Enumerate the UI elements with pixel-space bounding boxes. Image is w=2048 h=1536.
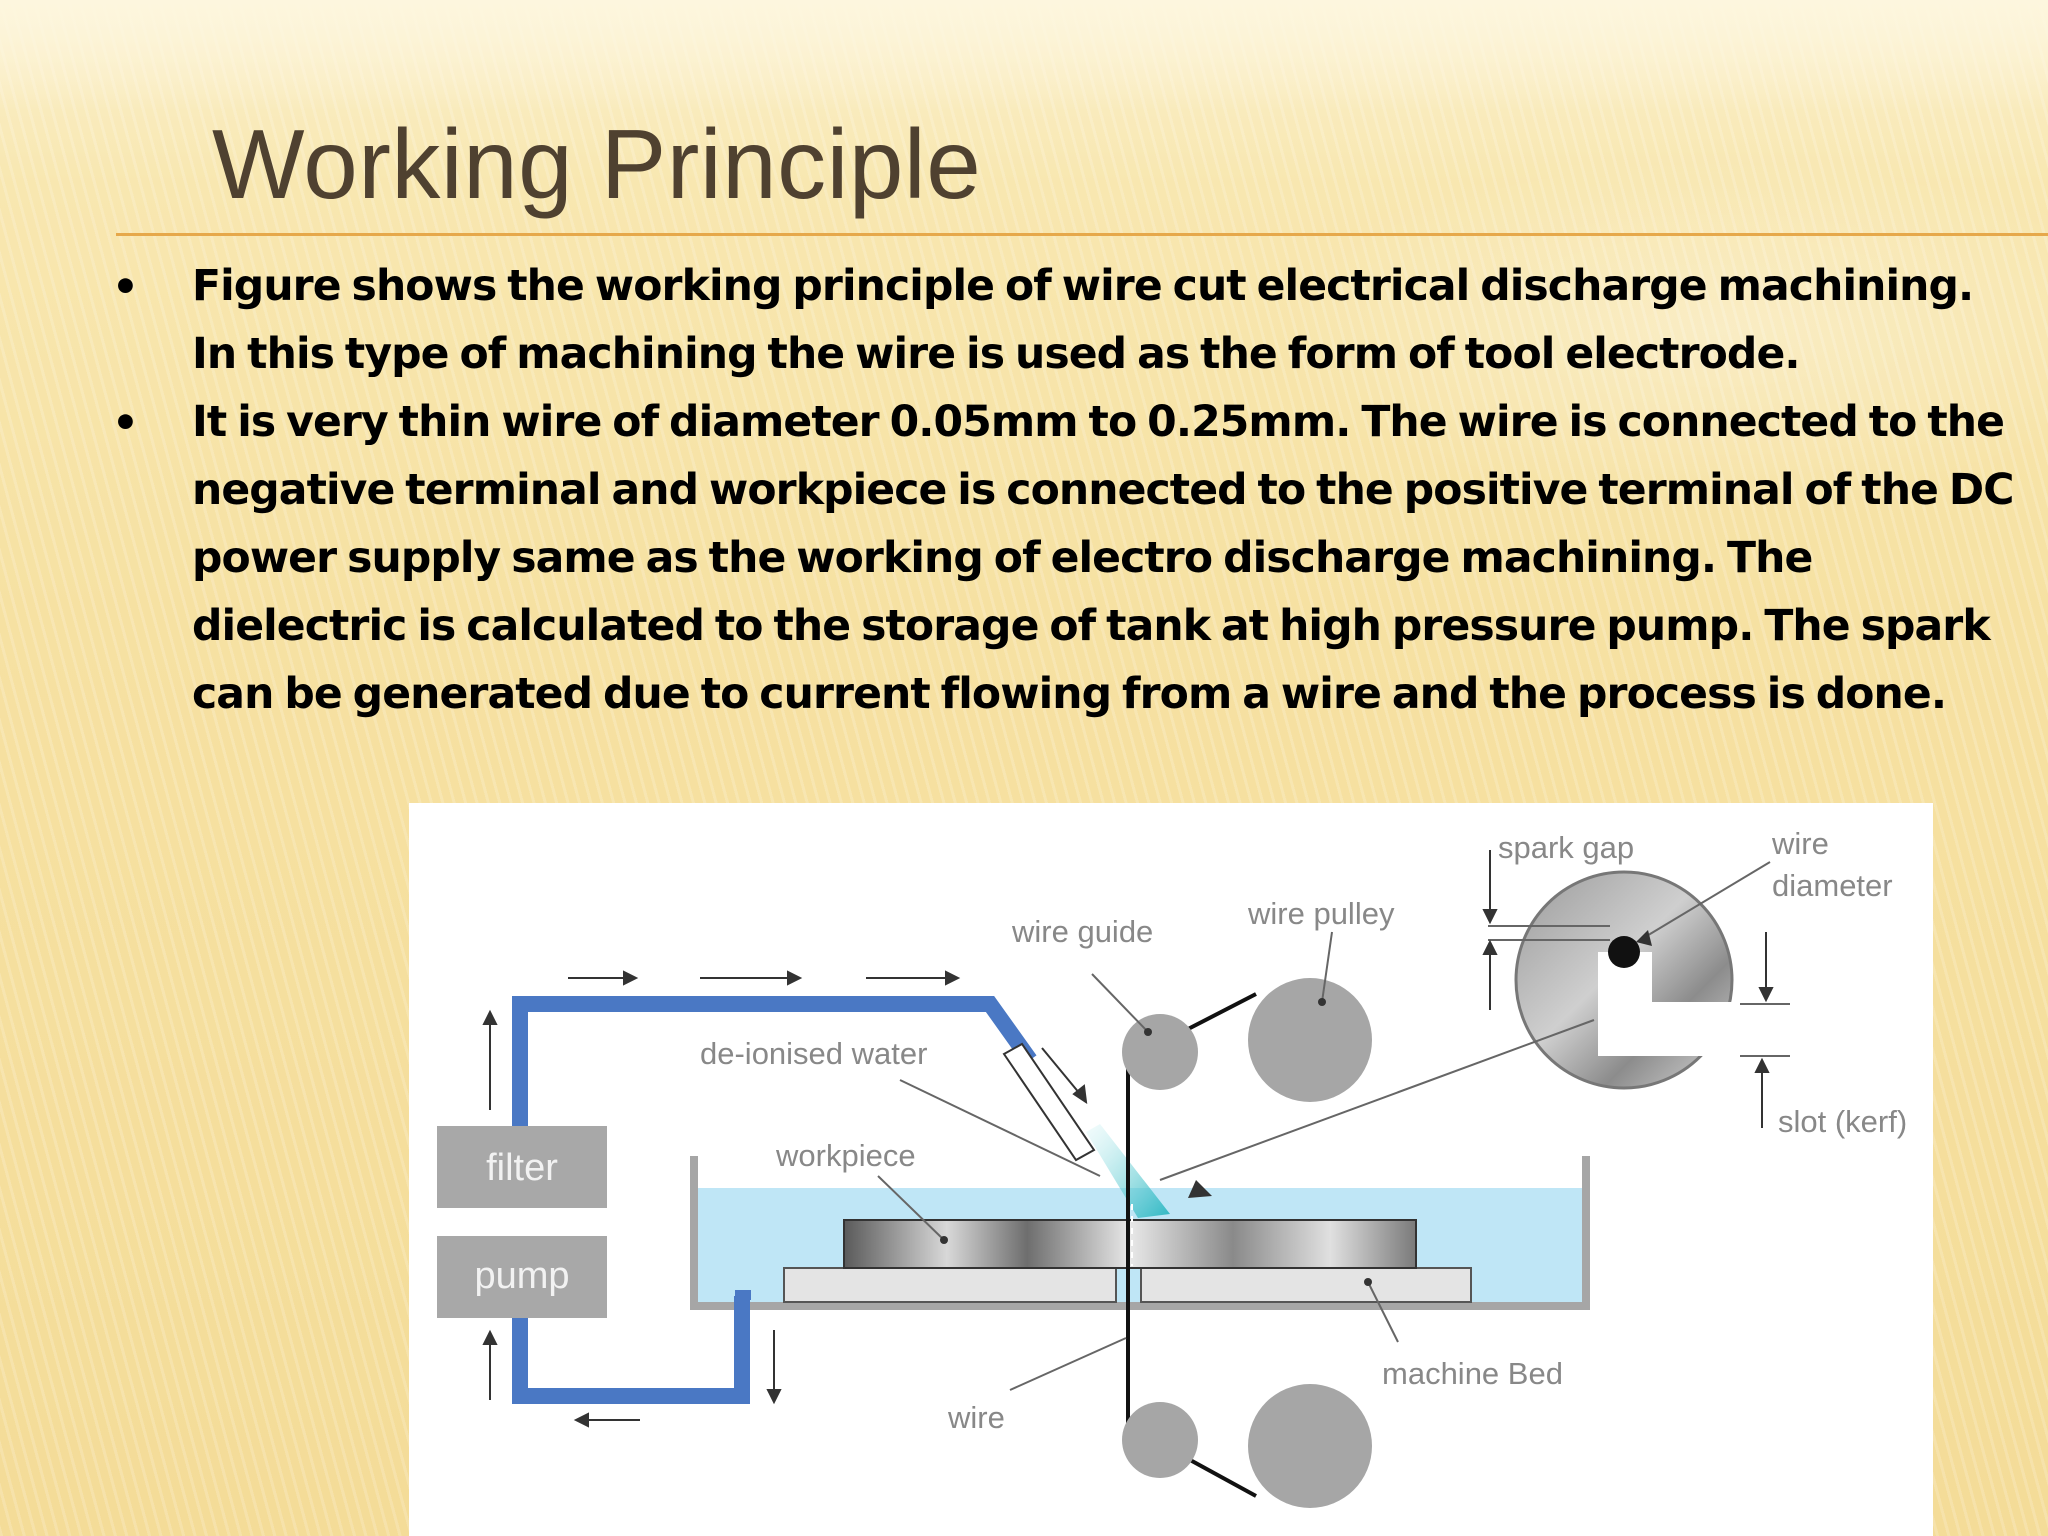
spark-gap-label: spark gap — [1498, 830, 1634, 865]
diagram-canvas: filter pump — [437, 826, 1907, 1508]
wire-edm-diagram: filter pump — [409, 803, 1933, 1536]
pump-label: pump — [474, 1255, 569, 1297]
wire-pulley-label: wire pulley — [1247, 896, 1395, 931]
wire-label: wire — [947, 1400, 1005, 1435]
bullet-marker: • — [112, 262, 139, 311]
wire-guide-label: wire guide — [1011, 914, 1153, 949]
bullet-item: • It is very thin wire of diameter 0.05m… — [110, 389, 2020, 729]
bullet-item: • Figure shows the working principle of … — [110, 253, 2020, 389]
bullet-text: Figure shows the working principle of wi… — [192, 262, 1974, 379]
supply-pipe — [512, 996, 1037, 1140]
wire-pulley-top — [1248, 978, 1372, 1102]
return-pipe — [512, 1296, 750, 1404]
pump-box — [437, 1236, 607, 1318]
wire-diameter-label-2: diameter — [1772, 868, 1893, 903]
wire-pulley-bottom — [1248, 1384, 1372, 1508]
drain-outlet — [735, 1290, 751, 1300]
tank-walls — [690, 1156, 1590, 1310]
workpiece-label: workpiece — [775, 1138, 916, 1173]
pointer-lines — [877, 861, 1790, 1391]
pointer-dots — [940, 930, 1652, 1286]
bullet-marker: • — [112, 398, 139, 447]
machine-bed-right — [1140, 1267, 1472, 1303]
bullet-text: It is very thin wire of diameter 0.05mm … — [192, 398, 2014, 719]
bullet-list: • Figure shows the working principle of … — [110, 253, 2020, 729]
flow-arrows — [482, 970, 1088, 1428]
de-ionised-water-label: de-ionised water — [700, 1036, 927, 1071]
slot-kerf-label: slot (kerf) — [1778, 1104, 1907, 1139]
nozzle — [1002, 1042, 1096, 1162]
wire-diameter-label-1: wire — [1771, 826, 1829, 861]
wire-guide-bottom — [1122, 1402, 1198, 1478]
machine-bed-label: machine Bed — [1382, 1356, 1563, 1391]
wire-guide-top — [1122, 1014, 1198, 1090]
slide-title: Working Principle — [212, 109, 982, 219]
filter-box — [437, 1126, 607, 1208]
header-glow — [0, 0, 2048, 110]
kerf-slot-detail — [1598, 952, 1732, 1056]
machine-bed-left — [783, 1267, 1117, 1303]
wire-cross-section — [1608, 936, 1640, 968]
filter-label: filter — [486, 1147, 558, 1189]
title-underline — [116, 233, 2048, 236]
decorative-swoosh — [1268, 150, 2048, 510]
dimension-arrows — [1482, 850, 1774, 1128]
